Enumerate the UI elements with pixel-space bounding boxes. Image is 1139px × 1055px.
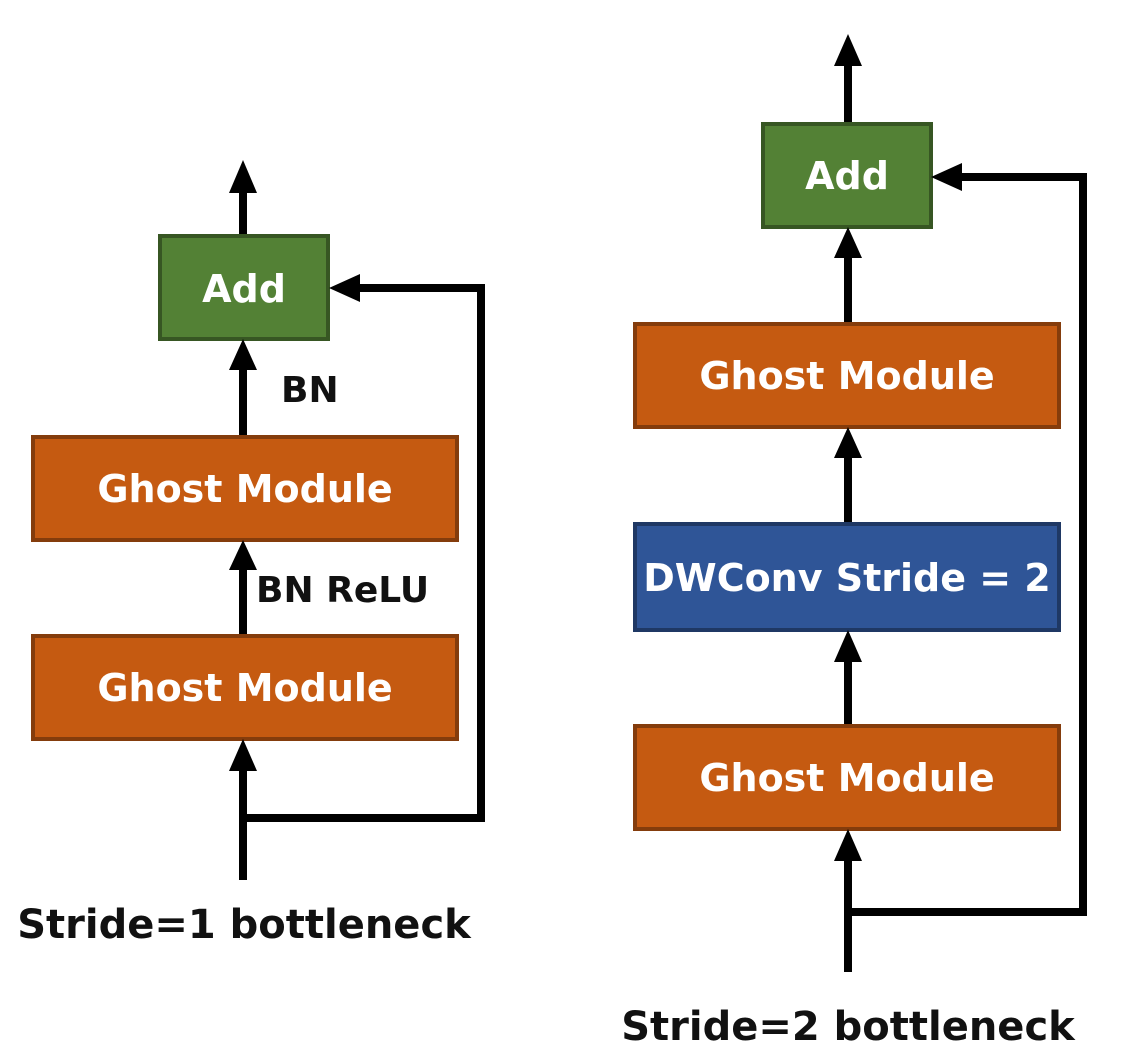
stride2-dwconv-label: DWConv Stride = 2 (643, 556, 1051, 600)
stride2-ghost-top-box (633, 322, 1061, 429)
stride2-ghost-module-top: Ghost Module (633, 322, 1061, 429)
stride2-ghost-bottom-box (633, 724, 1061, 831)
stride2-dwconv-node: DWConv Stride = 2 (633, 522, 1061, 632)
stride1-ghost-module-top: Ghost Module (31, 435, 459, 542)
stride2-arrow-ghost-to-dwconv (834, 630, 862, 728)
stride1-ghost-top-label: Ghost Module (97, 467, 392, 511)
stride1-ghost-bottom-label: Ghost Module (97, 666, 392, 710)
stride2-add-box (761, 122, 933, 229)
stride1-ghost-top-box (31, 435, 459, 542)
stride2-shortcut (848, 163, 1087, 916)
stride1-ghost-module-bottom: Ghost Module (31, 634, 459, 741)
stride2-bottleneck: Add Ghost Module DWConv Stride = 2 (621, 34, 1087, 1050)
stride2-caption: Stride=2 bottleneck (621, 1004, 1076, 1050)
stride2-ghost-bottom-label: Ghost Module (699, 756, 994, 800)
stride1-add-node: Add (158, 234, 330, 341)
stride2-add-node: Add (761, 122, 933, 229)
stride2-ghost-module-bottom: Ghost Module (633, 724, 1061, 831)
stride2-arrow-ghost-to-add (834, 227, 862, 325)
stride2-input-arrow (834, 829, 862, 972)
stride1-add-label: Add (202, 267, 286, 311)
stride1-shortcut (243, 274, 485, 822)
stride2-output-arrow (834, 34, 862, 125)
stride2-dwconv-box (633, 522, 1061, 632)
stride2-add-label: Add (805, 154, 889, 198)
stride2-ghost-top-label: Ghost Module (699, 354, 994, 398)
stride2-arrow-dwconv-to-ghost (834, 427, 862, 525)
stride1-bottleneck: Add BN Ghost Module BN ReLU Ghost Module (17, 160, 485, 948)
stride1-output-arrow (229, 160, 257, 238)
stride1-arrow-ghost-to-ghost (229, 540, 257, 636)
stride1-add-box (158, 234, 330, 341)
stride1-ghost-bottom-box (31, 634, 459, 741)
stride1-bn-label: BN (281, 370, 339, 411)
stride1-caption: Stride=1 bottleneck (17, 902, 472, 948)
stride1-arrow-ghost-to-add (229, 339, 257, 437)
stride1-bn-relu-label: BN ReLU (256, 570, 429, 611)
stride1-input-arrow (229, 739, 257, 880)
